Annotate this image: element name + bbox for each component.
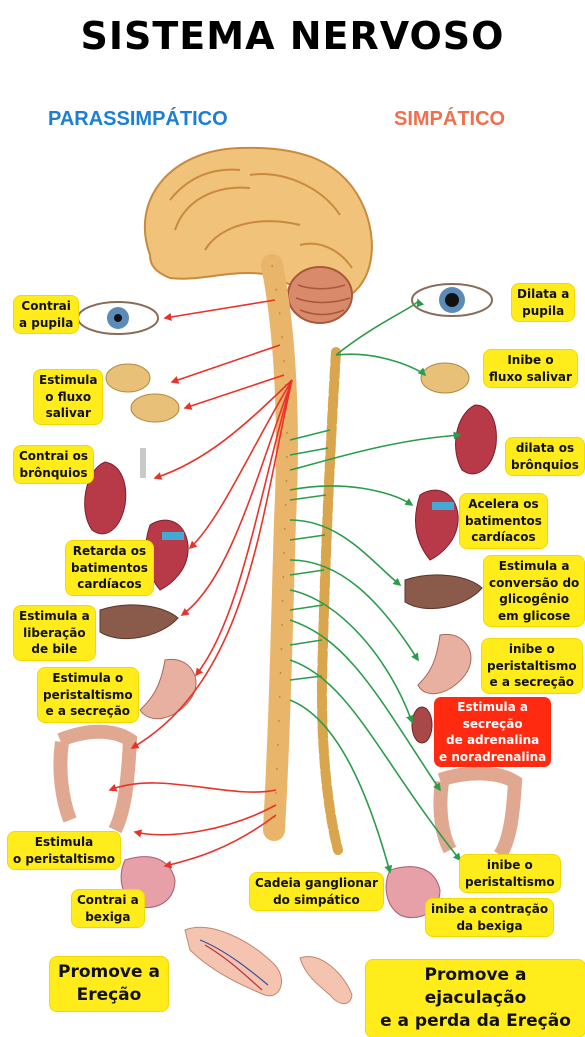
label-dilata-pupila: Dilata a pupila xyxy=(512,284,575,322)
label-inibe-contracao-bexiga: inibe a contração da bexiga xyxy=(426,899,554,937)
adrenal-gland xyxy=(411,706,433,744)
right-intestine xyxy=(433,766,523,859)
right-heart xyxy=(414,489,459,561)
label-liberacao-bile: Estimula a liberação de bile xyxy=(14,606,95,660)
right-lung xyxy=(455,404,497,475)
brain xyxy=(144,146,373,324)
left-intestine xyxy=(53,724,138,834)
right-eye xyxy=(411,283,493,317)
label-contrai-pupila: Contrai a pupila xyxy=(14,296,79,334)
label-retarda-batimentos: Retarda os batimentos cardíacos xyxy=(66,541,153,595)
label-estimula-fluxo-salivar: Estimula o fluxo salivar xyxy=(34,370,103,424)
right-liver xyxy=(404,574,483,609)
label-estimula-peristaltismo: Estimula o peristaltismo xyxy=(8,832,121,870)
label-promove-erecao: Promove a Ereção xyxy=(50,957,168,1011)
page-title: SISTEMA NERVOSO xyxy=(80,14,505,58)
sympathetic-nerves xyxy=(289,298,462,874)
parasympathetic-header: PARASSIMPÁTICO xyxy=(48,108,228,130)
spinal-cord xyxy=(261,254,298,841)
right-stomach xyxy=(417,633,472,695)
label-estimula-peristaltismo-secrecao: Estimula o peristaltismo e a secreção xyxy=(38,668,138,722)
left-salivary-glands xyxy=(105,363,180,423)
parasympathetic-nerves xyxy=(108,299,293,869)
label-acelera-batimentos: Acelera os batimentos cardíacos xyxy=(460,494,547,548)
label-secrecao-adrenalina: Estimula a secreção de adrenalina e nora… xyxy=(434,697,552,768)
label-conversao-glicogenio: Estimula a conversão do glicogênio em gl… xyxy=(484,556,585,627)
label-inibe-peristaltismo: inibe o peristaltismo xyxy=(460,855,560,893)
label-promove-ejaculacao: Promove a ejaculação e a perda da Ereção xyxy=(366,960,585,1037)
flaccid-illustration xyxy=(299,956,353,1005)
left-liver xyxy=(99,604,179,639)
label-cadeia-ganglionar: Cadeia ganglionar do simpático xyxy=(250,873,383,911)
erection-illustration xyxy=(184,926,283,997)
label-dilata-bronquios: dilata os brônquios xyxy=(506,438,584,476)
sympathetic-header: SIMPÁTICO xyxy=(394,108,506,130)
right-salivary-gland xyxy=(420,362,470,394)
left-lung xyxy=(84,448,146,535)
sympathetic-ganglion-chain xyxy=(316,347,343,855)
left-stomach xyxy=(139,658,197,720)
label-contrai-bronquios: Contrai os brônquios xyxy=(14,446,94,484)
left-eye xyxy=(77,301,159,335)
label-inibe-fluxo-salivar: Inibe o fluxo salivar xyxy=(484,350,577,388)
label-inibe-peristaltismo-secrecao: inibe o peristaltismo e a secreção xyxy=(482,639,582,693)
label-contrai-bexiga: Contrai a bexiga xyxy=(72,890,144,928)
